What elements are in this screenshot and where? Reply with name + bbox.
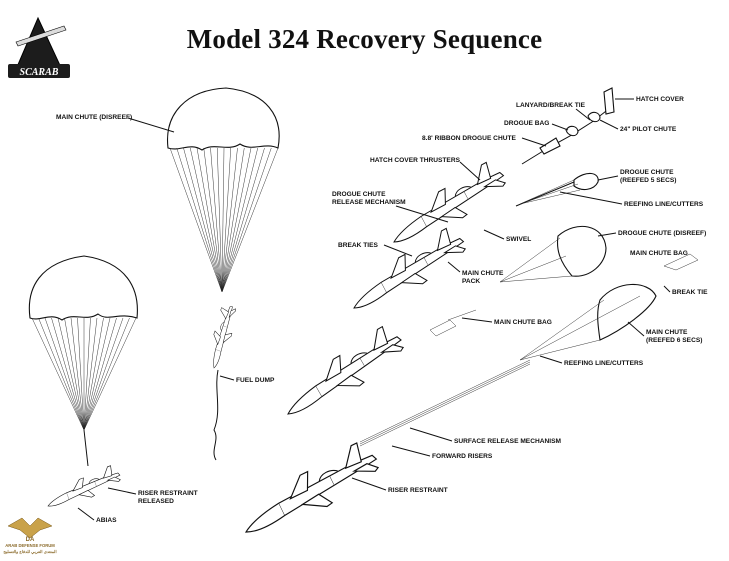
stage-drogue-disreef xyxy=(340,223,699,319)
watermark-line-2: ARAB DEFENSE FORUM xyxy=(5,543,55,548)
label-abias: ABIAS xyxy=(96,517,117,524)
suspension-line xyxy=(31,317,85,431)
suspension-line xyxy=(176,147,223,293)
label-drogue-bag: DROGUE BAG xyxy=(504,120,549,127)
label-lanyard: LANYARD/BREAK TIE xyxy=(516,102,586,109)
label-hatch-cover: HATCH COVER xyxy=(636,96,684,103)
suspension-line xyxy=(210,147,223,293)
label-hatch-thrusters: HATCH COVER THRUSTERS xyxy=(370,157,461,164)
suspension-line xyxy=(83,317,91,431)
label-main-chute-bag-mid: MAIN CHUTE BAG xyxy=(494,319,552,326)
label-drogue-release-mech: RELEASE MECHANISM xyxy=(332,199,406,206)
suspension-line xyxy=(196,147,223,293)
suspension-line xyxy=(83,317,98,431)
labels: MAIN CHUTE (DISREEF) HATCH COVER LANYARD… xyxy=(56,96,708,524)
label-drogue-disreef: DROGUE CHUTE (DISREEF) xyxy=(618,230,706,237)
stage-drogue-deploy xyxy=(380,87,615,253)
suspension-line xyxy=(83,317,111,431)
label-drogue-reefed: DROGUE CHUTE xyxy=(620,169,674,176)
stage-final xyxy=(28,255,138,513)
label-main-chute-pack: MAIN CHUTE xyxy=(462,270,504,277)
suspension-line xyxy=(183,147,223,293)
suspension-line xyxy=(190,147,223,293)
suspension-line xyxy=(221,147,231,293)
suspension-line xyxy=(221,147,279,293)
suspension-line xyxy=(221,147,272,293)
label-swivel: SWIVEL xyxy=(506,236,531,243)
suspension-line xyxy=(221,147,238,293)
suspension-line xyxy=(77,317,85,431)
page-title: Model 324 Recovery Sequence xyxy=(186,24,543,54)
watermark-line-1: DA xyxy=(26,537,35,543)
suspension-line xyxy=(38,317,85,431)
suspension-line xyxy=(83,317,130,431)
label-ribbon-drogue: 8.8' RIBBON DROGUE CHUTE xyxy=(422,135,516,142)
label-break-tie: BREAK TIE xyxy=(672,289,708,296)
suspension-line xyxy=(169,147,223,293)
suspension-line xyxy=(51,317,85,431)
label-main-chute-pack-2: PACK xyxy=(462,278,480,285)
label-drogue-release: DROGUE CHUTE xyxy=(332,191,386,198)
label-main-chute-disreef: MAIN CHUTE (DISREEF) xyxy=(56,114,132,121)
stage-riser-restraint xyxy=(231,359,531,544)
suspension-line xyxy=(83,317,137,431)
label-fuel-dump: FUEL DUMP xyxy=(236,377,275,384)
label-reefing-cutters-1: REEFING LINE/CUTTERS xyxy=(624,201,704,208)
suspension-line xyxy=(44,317,85,431)
label-reefing-cutters-2: REEFING LINE/CUTTERS xyxy=(564,360,644,367)
label-main-chute-bag-right: MAIN CHUTE BAG xyxy=(630,250,688,257)
suspension-line xyxy=(221,147,258,293)
label-main-chute-reefed-secs: (REEFED 6 SECS) xyxy=(646,337,702,344)
suspension-line xyxy=(221,147,252,293)
suspension-line xyxy=(217,147,223,293)
arab-defense-forum-watermark: DA ARAB DEFENSE FORUM المنتدى العربي للد… xyxy=(3,517,57,555)
label-drogue-reefed-secs: (REEFED 5 SECS) xyxy=(620,177,676,184)
suspension-line xyxy=(221,147,265,293)
suspension-line xyxy=(203,147,223,293)
label-riser-restraint-released-2: RELEASED xyxy=(138,498,174,505)
suspension-line xyxy=(83,317,124,431)
stage-main-reefed xyxy=(273,283,657,425)
suspension-line xyxy=(221,147,225,293)
stage-fuel-dump xyxy=(166,87,280,461)
logo-text: SCARAB xyxy=(20,67,59,78)
label-riser-restraint-released: RISER RESTRAINT xyxy=(138,490,198,497)
label-forward-risers: FORWARD RISERS xyxy=(432,453,493,460)
suspension-line xyxy=(83,317,104,431)
suspension-line xyxy=(83,317,117,431)
suspension-line xyxy=(70,317,85,431)
suspension-line xyxy=(64,317,85,431)
label-main-chute-reefed: MAIN CHUTE xyxy=(646,329,688,336)
label-pilot-chute: 24" PILOT CHUTE xyxy=(620,126,677,133)
scarab-logo: SCARAB xyxy=(8,16,70,78)
label-riser-restraint: RISER RESTRAINT xyxy=(388,487,448,494)
suspension-line xyxy=(221,147,245,293)
watermark-line-3: المنتدى العربي للدفاع والتسليح xyxy=(3,549,56,555)
label-surface-release: SURFACE RELEASE MECHANISM xyxy=(454,438,561,445)
suspension-line xyxy=(57,317,85,431)
label-break-ties: BREAK TIES xyxy=(338,242,379,249)
